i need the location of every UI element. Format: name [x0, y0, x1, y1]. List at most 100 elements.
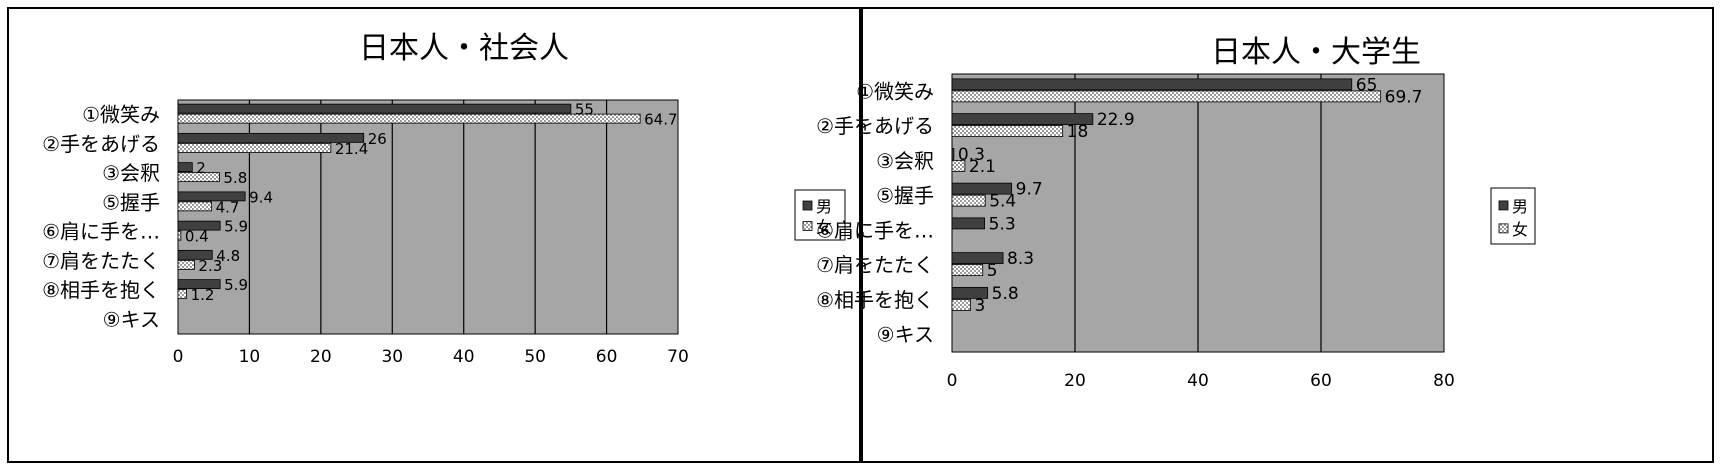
legend-swatch	[802, 200, 813, 211]
x-tick-label: 20	[1064, 371, 1086, 391]
data-label: 5.3	[989, 214, 1016, 234]
bar-male	[177, 103, 572, 114]
bar-male	[177, 279, 221, 290]
bar-male	[951, 113, 1094, 126]
data-label: 18	[1067, 122, 1089, 142]
bar-female	[177, 201, 212, 212]
legend-entry: 女	[1512, 220, 1528, 239]
category-label: ③会釈	[102, 161, 160, 185]
bar-female	[177, 289, 187, 300]
category-label: ⑦肩をたたく	[816, 253, 934, 277]
category-label: ①微笑み	[82, 103, 160, 127]
legend-entry: 男	[1512, 197, 1528, 216]
data-label: 65	[1356, 75, 1378, 95]
data-label: 2	[196, 159, 206, 177]
bar-female	[177, 142, 332, 153]
bar-male	[951, 252, 1004, 265]
bar-female	[177, 172, 220, 183]
data-label: 5.8	[223, 169, 247, 187]
data-label: 8.3	[1007, 249, 1034, 269]
x-tick-label: 10	[239, 347, 261, 367]
data-label: 69.7	[1385, 87, 1423, 107]
category-label: ⑥肩に手を…	[816, 218, 934, 242]
x-tick-label: 40	[1187, 371, 1209, 391]
x-tick-label: 0	[947, 371, 958, 391]
data-label: 4.8	[216, 247, 240, 265]
bar-male	[951, 78, 1353, 91]
x-tick-label: 60	[1310, 371, 1332, 391]
category-label: ⑤握手	[876, 184, 934, 208]
bar-male	[951, 217, 985, 230]
legend-swatch	[1498, 200, 1509, 211]
bar-female	[951, 125, 1064, 138]
data-label: 5.9	[224, 276, 248, 294]
x-tick-label: 60	[596, 347, 618, 367]
bar-female	[951, 90, 1382, 103]
data-label: 5.9	[224, 218, 248, 236]
category-label: ②手をあげる	[816, 114, 934, 138]
bar-male	[177, 191, 246, 202]
data-label: 1.2	[191, 286, 215, 304]
legend-box	[1490, 187, 1536, 245]
legend: 男女	[1490, 187, 1536, 245]
category-label: ⑨キス	[877, 323, 934, 347]
chart-title: 日本人・社会人	[359, 31, 569, 66]
legend-swatch	[802, 221, 813, 231]
data-label: 5	[987, 261, 998, 281]
category-label: ⑧相手を抱く	[42, 278, 160, 302]
bar-female	[951, 264, 984, 277]
data-label: 0.3	[958, 145, 985, 165]
category-label: ②手をあげる	[42, 132, 160, 156]
legend-entry: 女	[816, 218, 832, 237]
data-label: 9.7	[1016, 180, 1043, 200]
x-tick-label: 0	[173, 347, 184, 367]
category-label: ⑨キス	[103, 307, 160, 331]
data-label: 3	[974, 296, 985, 316]
x-tick-label: 20	[310, 347, 332, 367]
legend: 男女	[794, 189, 846, 241]
data-label: 26	[368, 130, 387, 148]
plot-area: 0 10 20 30 40 50 60 70 ①微笑み ②手をあげる ③会釈 ⑤握手 ⑥肩に手を… ⑦肩を…	[42, 99, 689, 367]
data-label: 0.4	[185, 228, 209, 246]
category-label: ⑧相手を抱く	[816, 288, 934, 312]
category-label: ⑤握手	[102, 190, 160, 214]
category-label: ⑥肩に手を…	[42, 220, 160, 244]
x-tick-label: 50	[524, 347, 546, 367]
bar-female	[951, 194, 986, 207]
data-label: 64.7	[644, 111, 677, 129]
category-label: ⑦肩をたたく	[42, 249, 160, 273]
bar-female	[177, 113, 641, 124]
bar-male	[951, 286, 989, 299]
data-label: 5.8	[992, 284, 1019, 304]
bar-female	[177, 230, 182, 241]
bar-male	[177, 132, 365, 143]
category-label: ③会釈	[876, 149, 934, 173]
bar-male	[177, 220, 221, 231]
x-tick-label: 70	[667, 347, 689, 367]
bar-female	[951, 298, 971, 311]
bar-male	[951, 147, 955, 160]
bar-male	[951, 182, 1013, 195]
chart-title: 日本人・大学生	[1211, 35, 1421, 70]
plot-area: 0 20 40 60 80 ①微笑み ②手をあげる ③会釈 ⑤握手 ⑥肩に手を… ⑦肩をたたく ⑧相手…	[816, 73, 1455, 391]
x-tick-label: 80	[1433, 371, 1455, 391]
data-label: 4.7	[216, 198, 240, 216]
data-label: 2.1	[969, 157, 996, 177]
data-label: 22.9	[1097, 110, 1135, 130]
chart-panel-students: 日本人・大学生 0 20 40 60 80 ①微笑み ②手をあげる ③会釈 ⑤握手 ⑥肩に手を… ⑦…	[816, 7, 1714, 463]
data-label: 9.4	[249, 188, 273, 206]
data-label: 21.4	[335, 140, 368, 158]
bar-female	[951, 159, 966, 172]
x-tick-label: 30	[381, 347, 403, 367]
legend-swatch	[1498, 223, 1509, 234]
bar-male	[177, 162, 193, 173]
legend-box	[794, 189, 846, 241]
category-label: ①微笑み	[856, 79, 934, 103]
legend-entry: 男	[816, 197, 832, 216]
chart-panel-workers: 日本人・社会人 0 10 20 30 40 50 60 70 ①微笑み ②手をあげる ③会釈 ⑤握手 ⑥…	[7, 7, 861, 463]
bar-female	[177, 259, 195, 270]
data-label: 5.4	[989, 192, 1016, 212]
data-label: 2.3	[198, 257, 222, 275]
x-tick-label: 40	[453, 347, 475, 367]
